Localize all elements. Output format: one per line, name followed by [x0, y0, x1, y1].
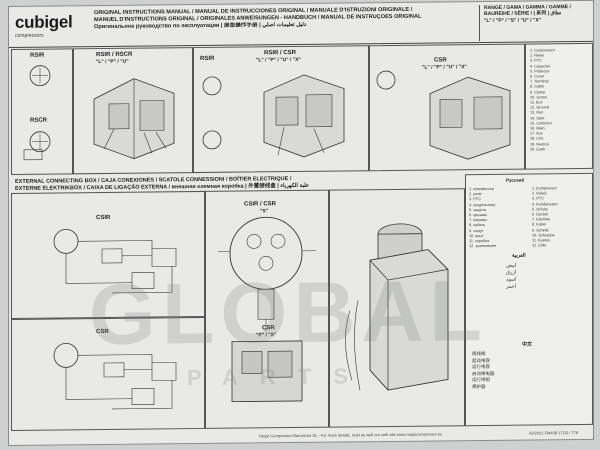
watermark-sub: PARTS [187, 363, 370, 391]
panel-external-box [329, 188, 465, 428]
rsir-rscr-schematic [23, 65, 51, 161]
watermark-main: GLOBAL [89, 262, 489, 364]
legend-zh-head: 中文 [522, 341, 533, 348]
panel-rsir-rscr-small: RSIR RSCR [11, 48, 73, 175]
panel-rsir-csr: RSIR / CSR "L" / "P" / "U" / "X" RSIR [193, 45, 369, 174]
panel-csr-left: CSR [11, 316, 205, 431]
range-box: RANGE / GAMA / GAMMA / GAMME / BAUREIHE … [479, 3, 591, 42]
legend-list-ar: أبيض أزرق أسود أحمر [506, 262, 546, 290]
range-values: "L" / "P" / "S" / "U" / "X" [484, 17, 542, 24]
range-title: RANGE / GAMA / GAMMA / GAMME / BAUREIHE … [484, 4, 571, 18]
panel-csir: CSIR [11, 190, 205, 319]
panel-rsir-rscr: RSIR / RSCR "L" / "P" / "U" [73, 47, 193, 175]
legend-ar-head: العربية [512, 252, 526, 259]
label-rscr: RSCR [30, 117, 48, 124]
terminal-box-drawing [218, 216, 316, 403]
ar-item-4: أحمر [506, 283, 517, 290]
legend-ru-head: Русский [506, 177, 525, 183]
instruction-sheet: cubigel compressors ORIGINAL INSTRUCTION… [8, 0, 594, 447]
external-box-drawing [345, 223, 449, 391]
relay-drawing-3 [376, 70, 511, 160]
relay-drawing-2 [202, 74, 345, 158]
brand-logo: cubigel compressors [15, 12, 85, 41]
zh-item-6: 保护器 [472, 383, 486, 389]
relay-drawing-1 [93, 78, 175, 160]
panel-csr-top: CSR "L" / "P" / "U" / "X" [369, 43, 525, 172]
brand-sub: compressors [15, 32, 44, 39]
panel-csir-csr: CSIR / CSR "S" CSR "P" / "X" [205, 189, 329, 429]
brand-name: cubigel [15, 12, 73, 32]
csir-wiring [53, 228, 177, 294]
header: cubigel compressors ORIGINAL INSTRUCTION… [9, 0, 593, 48]
footer-left: Huayi Compressor Barcelona SL - For more… [259, 431, 443, 439]
manual-titles: ORIGINAL INSTRUCTIONS MANUAL / MANUAL DE… [94, 6, 479, 30]
csr-wiring [53, 342, 177, 410]
footer-right: 02/2021 FM408.1TO2 / T76 [529, 430, 579, 436]
